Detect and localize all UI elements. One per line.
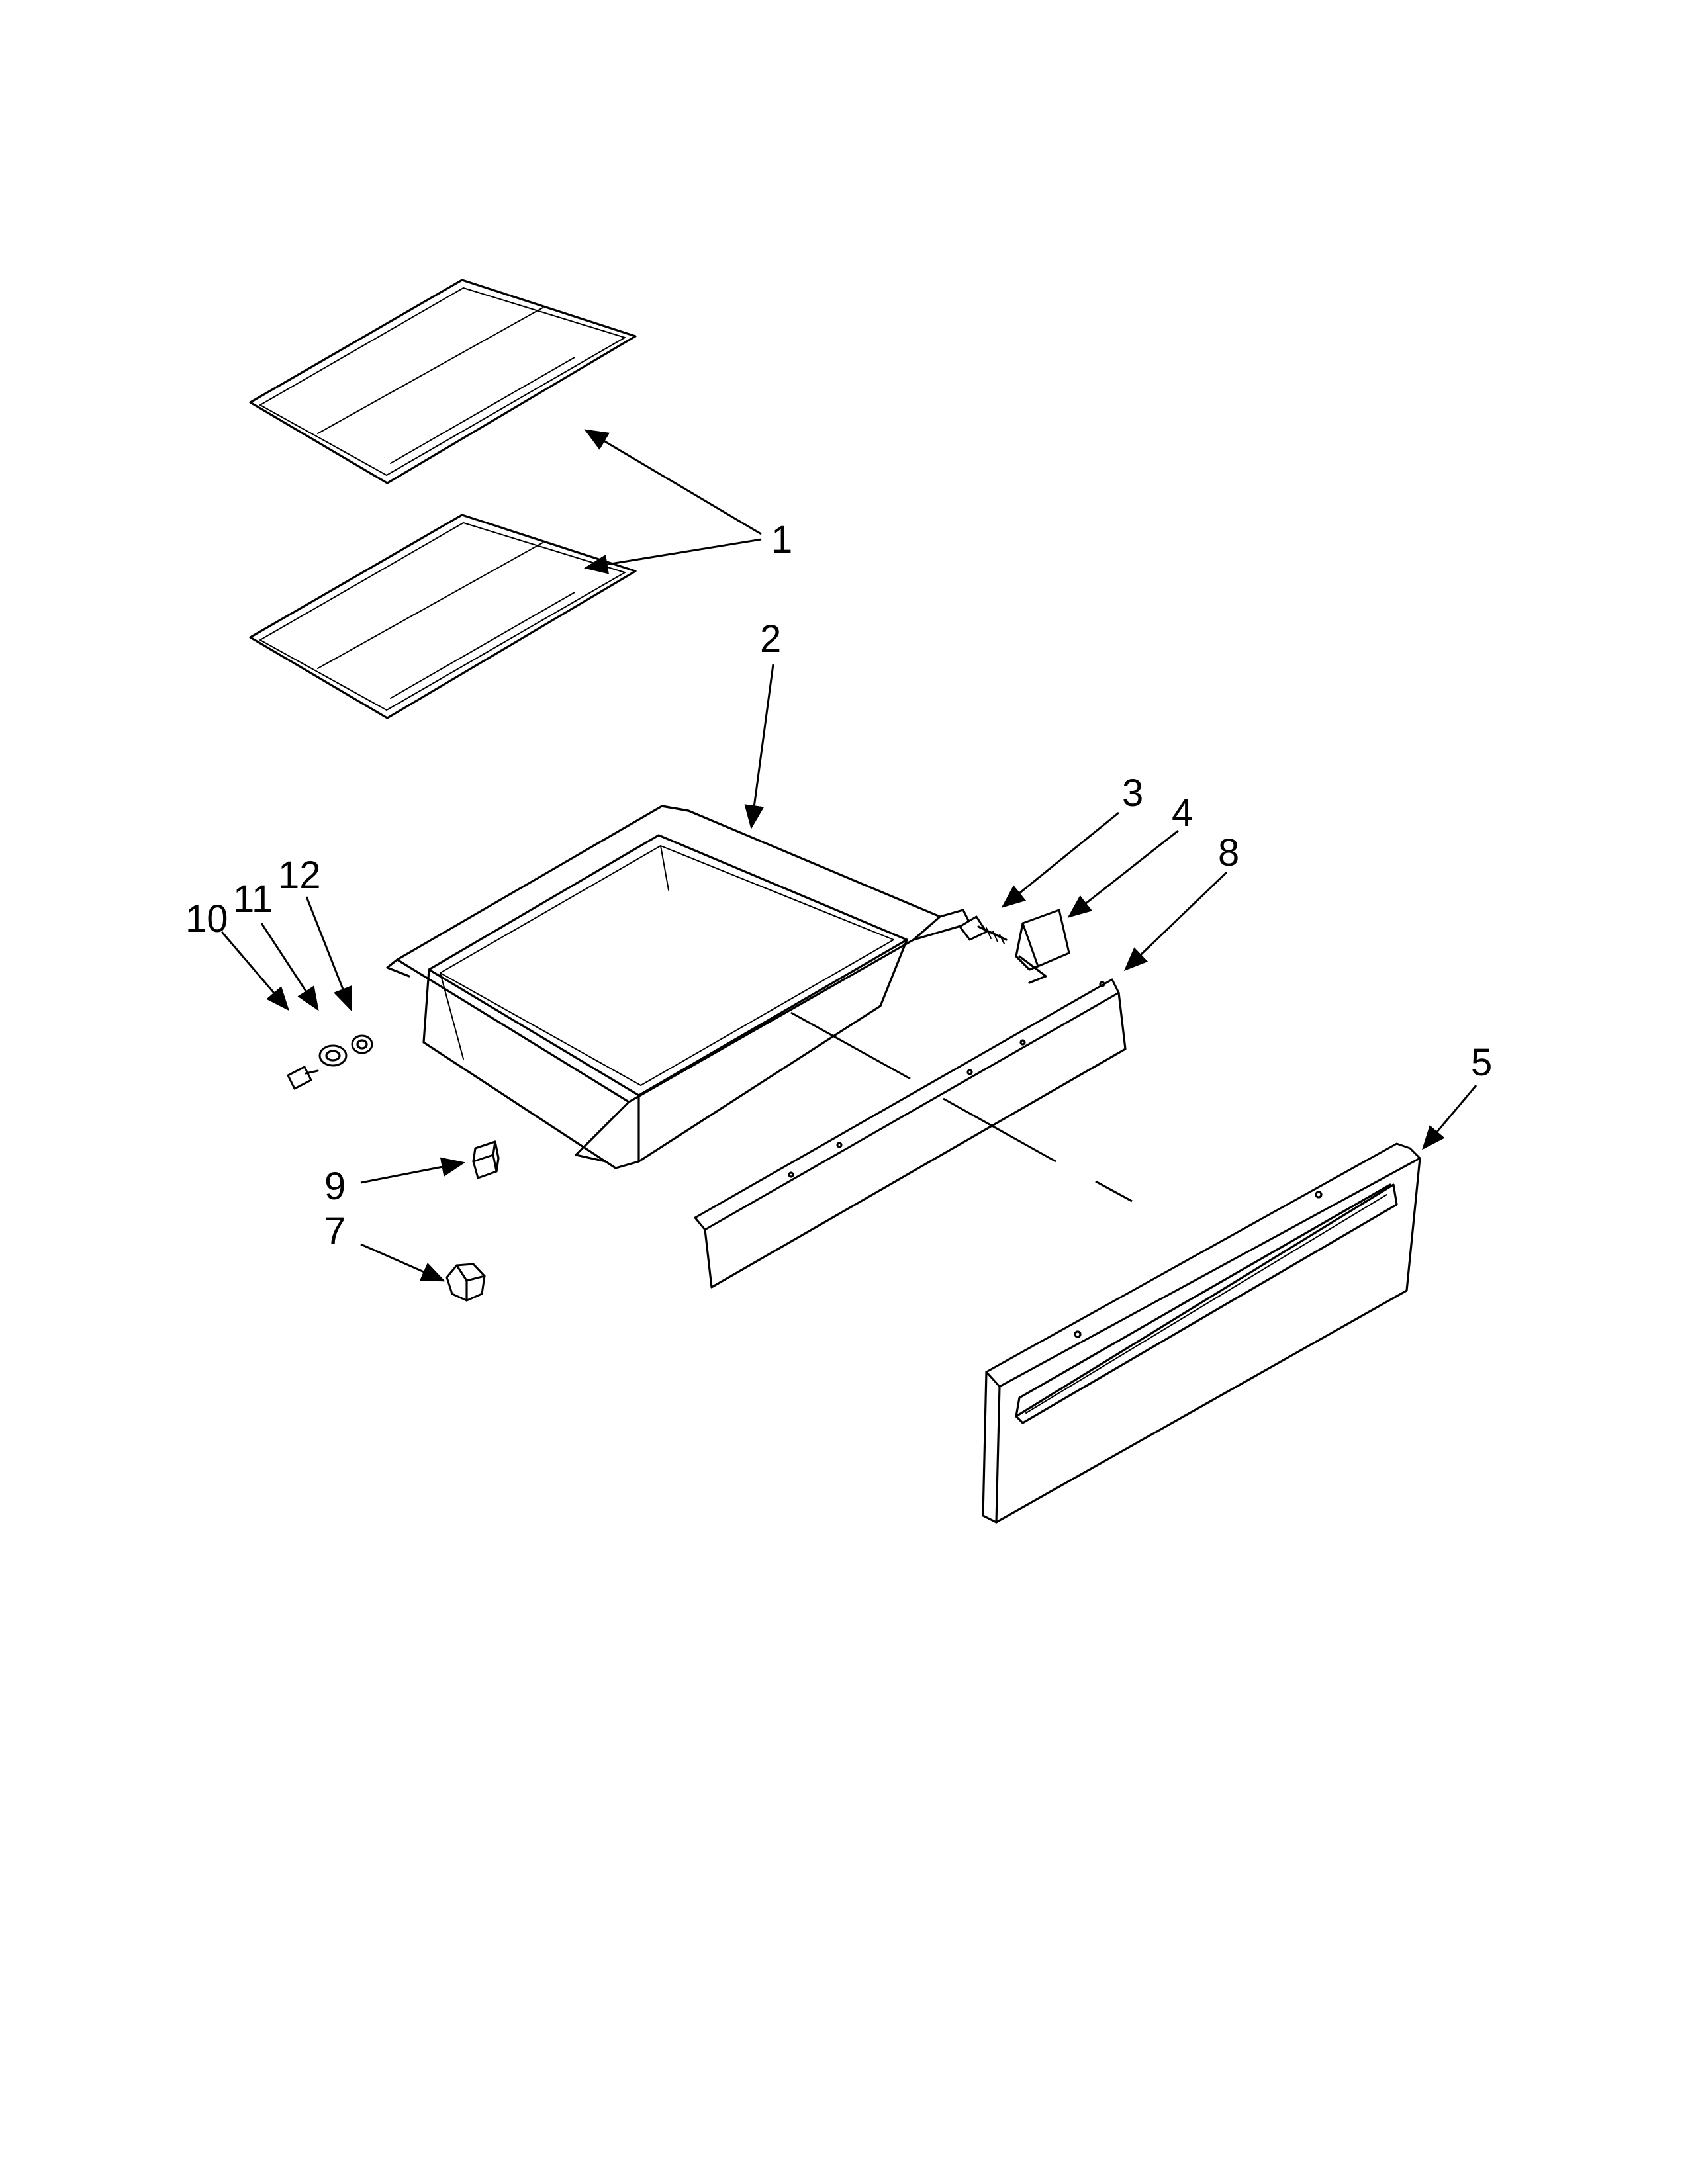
leader-line-1a [584, 429, 762, 535]
callout-2: 2 [760, 617, 781, 660]
leader-line-10 [220, 931, 289, 1011]
assembly-line [790, 1011, 1133, 1203]
leader-line-7 [360, 1243, 445, 1282]
callout-1: 1 [771, 518, 792, 561]
roller-wheel-part-11 [318, 1044, 348, 1067]
nut-part-7 [445, 1263, 486, 1302]
drawer-front-panel-part-8 [694, 978, 1127, 1289]
leader-line-3 [1001, 811, 1119, 908]
callout-8: 8 [1218, 831, 1239, 874]
drawer-front-part-5 [982, 1142, 1421, 1524]
block-part-9 [472, 1140, 500, 1179]
callout-11: 11 [233, 878, 273, 921]
callout-9: 9 [324, 1165, 346, 1208]
callout-3: 3 [1122, 772, 1143, 815]
callout-5: 5 [1471, 1041, 1492, 1084]
roller-bushing-part-12 [351, 1034, 373, 1054]
roller-screw-part-10 [287, 1066, 319, 1090]
bracket-part-4 [1015, 909, 1070, 984]
callout-12: 12 [278, 854, 321, 897]
oven-rack-upper [249, 279, 637, 484]
callout-10: 10 [185, 897, 228, 940]
leader-line-1b [584, 538, 762, 574]
leader-line-8 [1123, 871, 1228, 972]
oven-rack-lower [249, 514, 637, 719]
screw-part-3 [959, 915, 1008, 944]
leader-line-12 [305, 896, 352, 1011]
callout-7: 7 [324, 1210, 346, 1253]
leader-line-4 [1067, 829, 1179, 918]
leader-line-9 [360, 1157, 465, 1184]
leader-line-5 [1422, 1085, 1477, 1150]
drawer-pan [386, 805, 971, 1169]
leader-line-11 [260, 923, 319, 1011]
leader-line-2 [744, 664, 774, 829]
callout-4: 4 [1172, 792, 1193, 835]
